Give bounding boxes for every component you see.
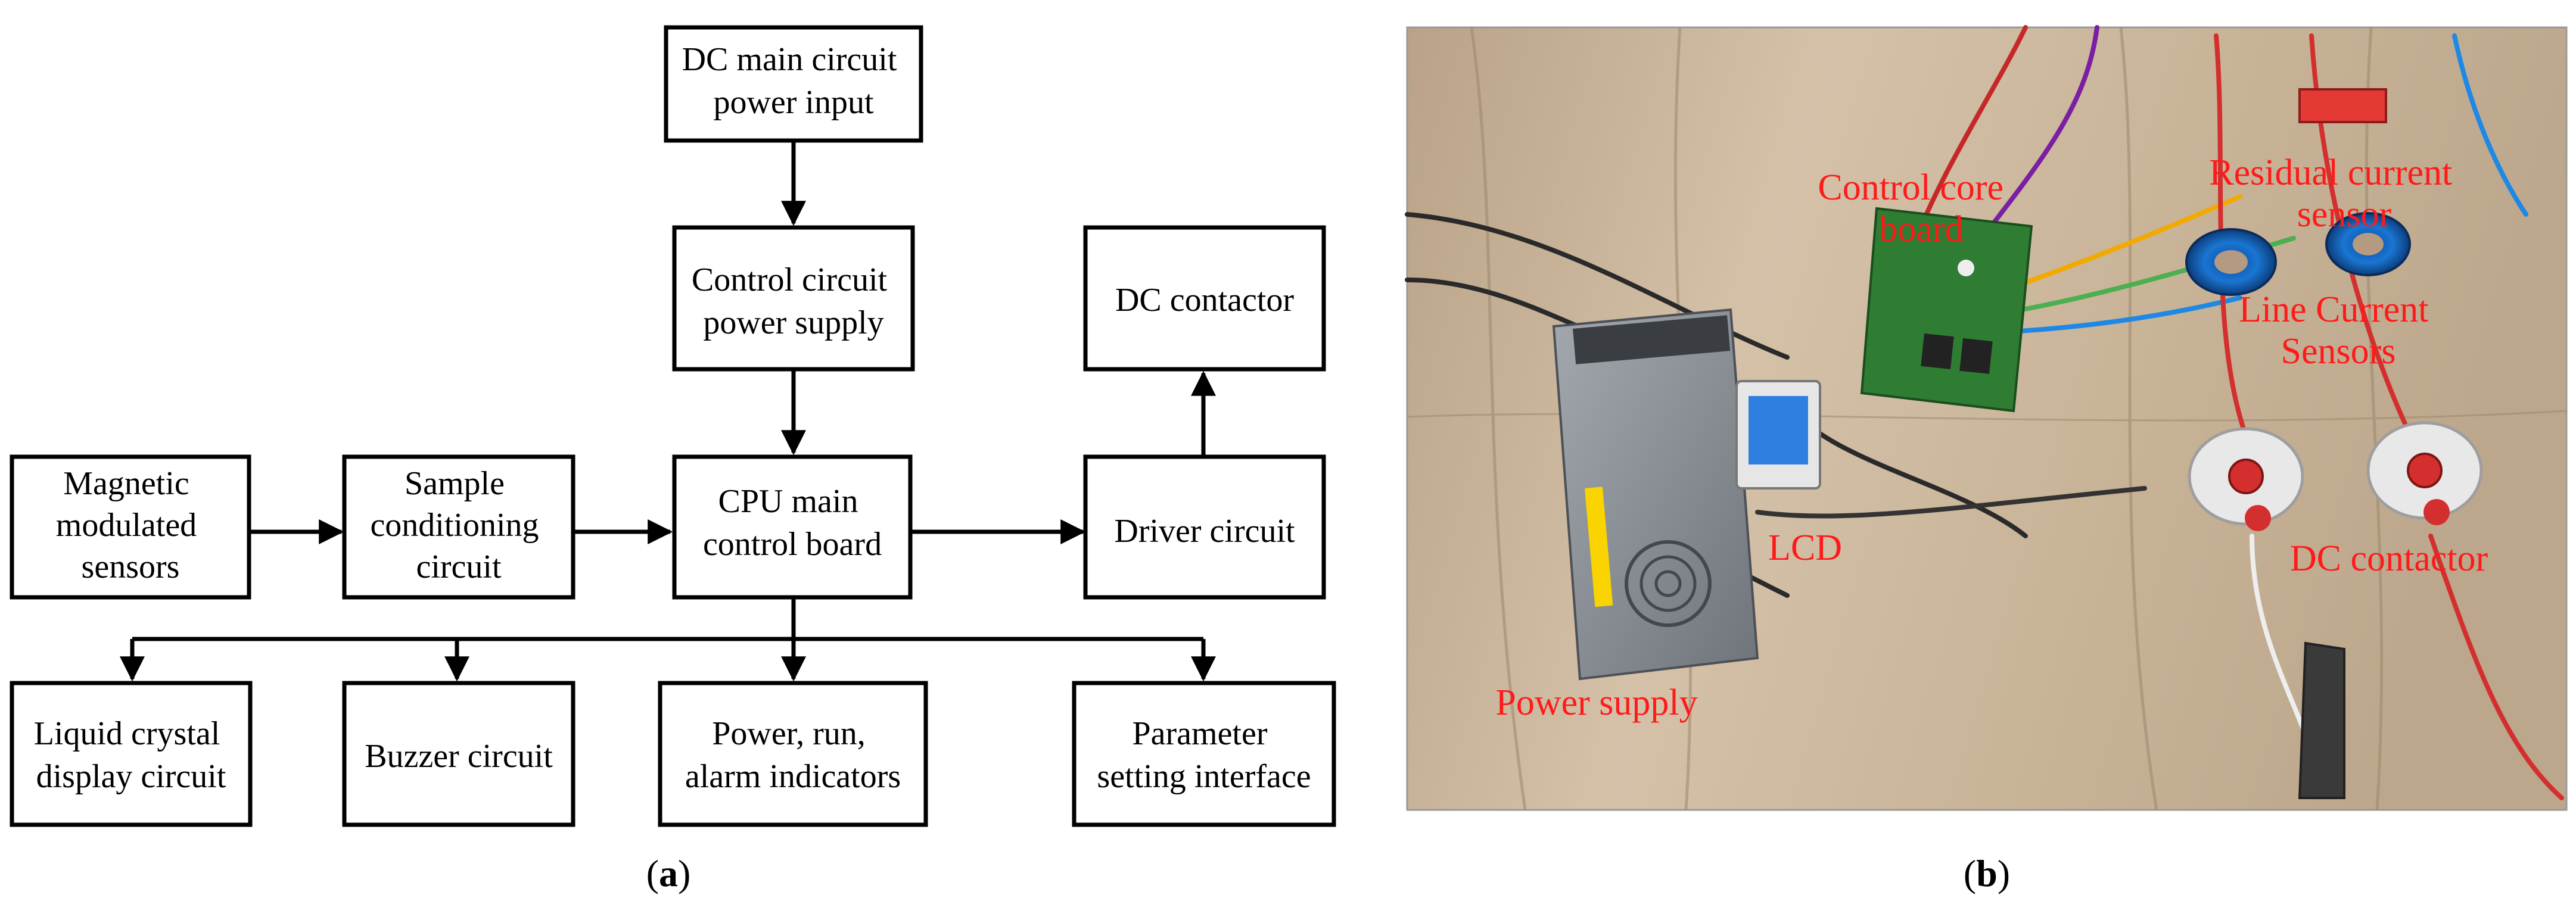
block-diagram: DC main circuit power input Control circ…: [10, 25, 1336, 894]
box-sample-conditioning: Sample conditioning circuit: [342, 454, 575, 600]
box-text: DC main circuit power input: [682, 41, 906, 121]
box-text: Power, run, alarm indicators: [685, 715, 901, 795]
box-text: CPU main control board: [703, 483, 882, 563]
box-text: Parameter setting interface: [1097, 715, 1311, 795]
box-text: DC contactor: [1115, 282, 1294, 319]
hardware-photo: Control core board Residual current sens…: [1405, 25, 2568, 894]
label-dc-contactor: DC contactor: [2290, 538, 2488, 579]
box-text: Control circuit power supply: [692, 261, 895, 341]
box-parameter-interface: Parameter setting interface: [1072, 681, 1336, 827]
box-dc-main-power-input: DC main circuit power input: [664, 25, 923, 143]
control-core-board: [1860, 207, 2033, 413]
box-lcd-circuit: Liquid crystal display circuit: [10, 681, 253, 827]
box-text: Driver circuit: [1114, 513, 1295, 550]
power-supply-unit: [1552, 308, 1759, 681]
line-current-sensors: [2185, 212, 2411, 296]
connectors: [120, 142, 1216, 682]
box-text: Buzzer circuit: [365, 738, 553, 775]
dc-contactors: [2188, 421, 2483, 531]
label-residual-current-sensor: Residual current sensor: [2209, 152, 2462, 235]
label-power-supply: Power supply: [1495, 682, 1697, 723]
caption-b: (b): [1964, 852, 2010, 894]
external-device: [2298, 641, 2345, 799]
label-lcd: LCD: [1768, 528, 1842, 568]
label-line-current-sensors: Line Current Sensors: [2239, 289, 2438, 372]
residual-current-sensor-body: [2298, 88, 2387, 123]
box-cpu-main-board: CPU main control board: [672, 454, 913, 600]
box-text: Liquid crystal display circuit: [34, 715, 229, 795]
box-indicators: Power, run, alarm indicators: [658, 681, 928, 827]
box-control-power-supply: Control circuit power supply: [672, 225, 915, 372]
lcd-module: [1735, 380, 1821, 490]
box-text: Magnetic modulated sensors: [56, 465, 205, 585]
box-dc-contactor: DC contactor: [1083, 225, 1326, 372]
box-magnetic-sensors: Magnetic modulated sensors: [10, 454, 251, 600]
fan-grille-icon: [1625, 540, 1712, 627]
box-driver-circuit: Driver circuit: [1083, 454, 1326, 600]
box-text: Sample conditioning circuit: [370, 465, 547, 585]
label-control-core-board: Control core board: [1818, 167, 2012, 250]
box-buzzer-circuit: Buzzer circuit: [342, 681, 575, 827]
caption-a: (a): [646, 852, 691, 894]
